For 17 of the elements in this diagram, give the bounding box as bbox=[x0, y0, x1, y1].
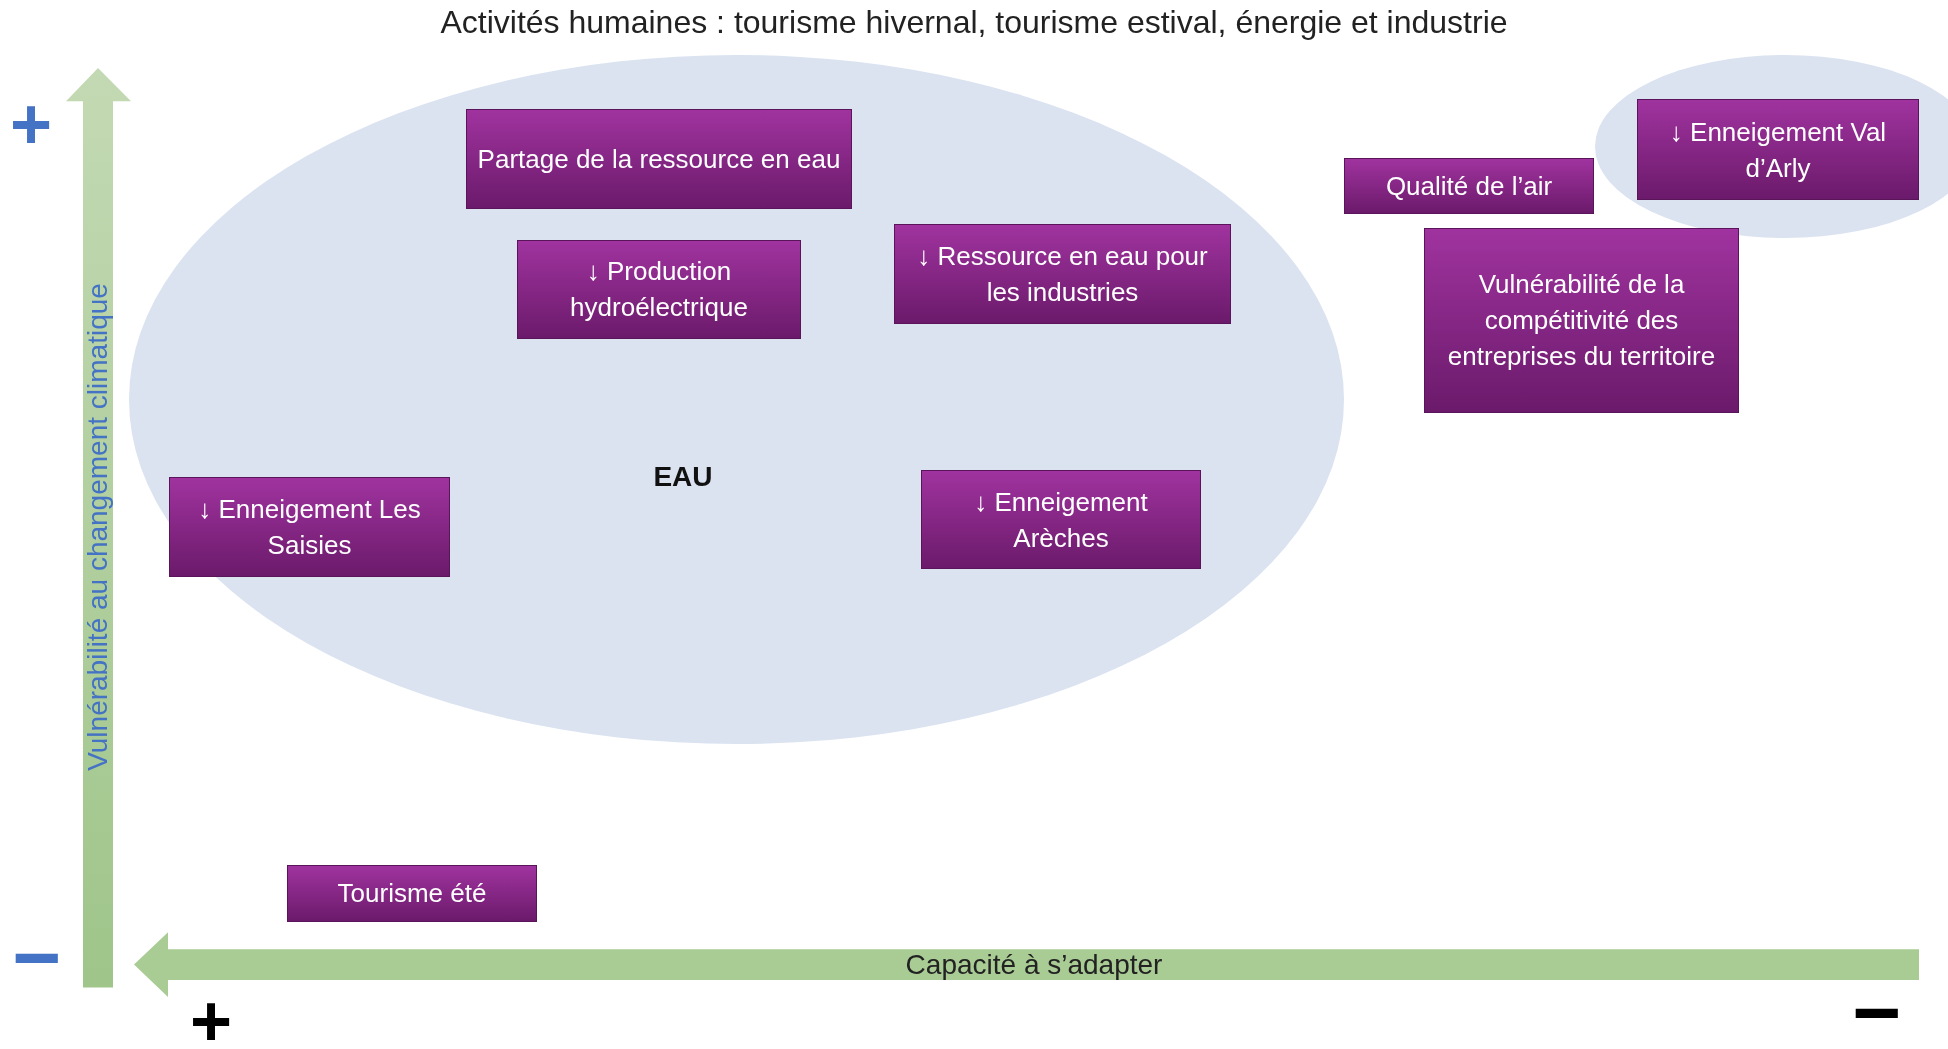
label-box: ↓ Enneigement Arèches bbox=[921, 469, 1201, 570]
label-box: ↓ Ressource en eau pour les industries bbox=[894, 224, 1231, 324]
label-box: Qualité de l’air bbox=[1344, 157, 1594, 214]
plus-sign: + bbox=[190, 991, 233, 1049]
label-box: Tourisme été bbox=[287, 865, 537, 922]
title-heading: Activités humaines : tourisme hivernal, tourisme estival, énergie et industrie bbox=[439, 4, 1509, 41]
label-box: Vulnérabilité de la compétitivité des entreprises du territoire bbox=[1424, 228, 1739, 413]
minus-sign: − bbox=[1852, 981, 1902, 1042]
minus-sign: − bbox=[12, 927, 62, 988]
plus-sign: + bbox=[10, 93, 53, 154]
label-box: ↓ Production hydroélectrique bbox=[517, 239, 801, 340]
label-box: ↓ Enneigement Les Saisies bbox=[169, 476, 450, 577]
label-box: ↓ Enneigement Val d’Arly bbox=[1637, 99, 1919, 200]
axis-label: Vulnérabilité au changement climatique bbox=[82, 283, 114, 772]
label-box: Partage de la ressource en eau bbox=[466, 108, 852, 210]
axis-label: Capacité à s’adapter bbox=[905, 948, 1163, 981]
region-label: EAU bbox=[652, 460, 714, 493]
